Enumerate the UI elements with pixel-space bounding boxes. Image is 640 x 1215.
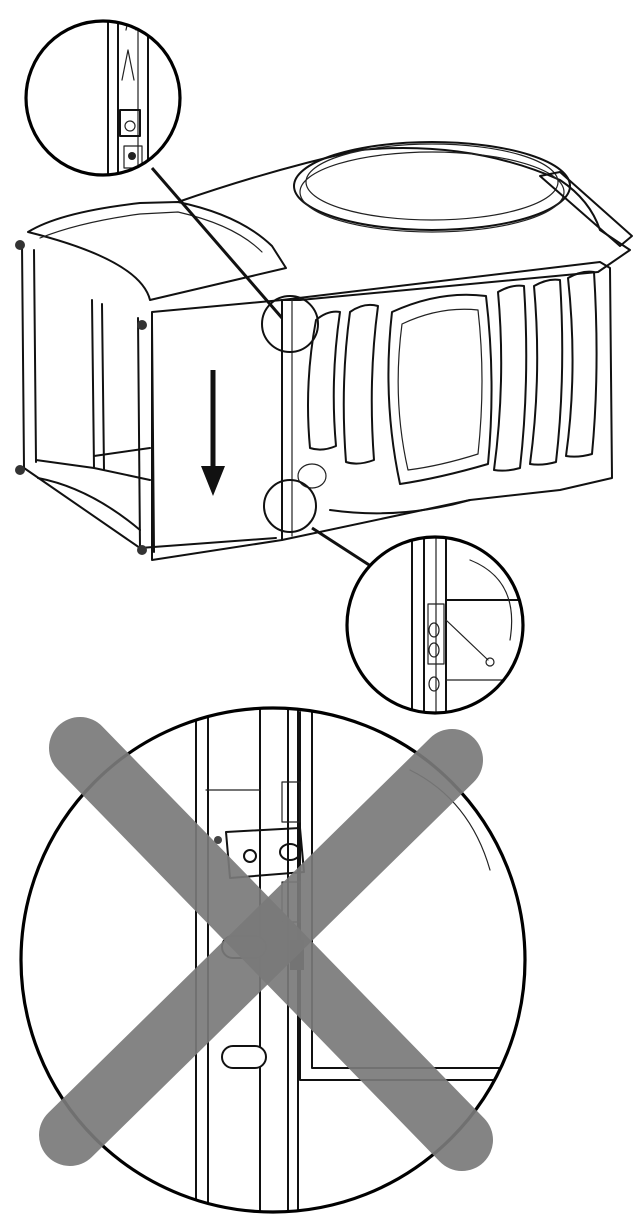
- incorrect-mounting-detail: [19, 706, 527, 1214]
- lower-bracket-detail-callout: [263, 479, 525, 715]
- upper-hinge-detail-callout: [24, 19, 319, 353]
- open-frame: [15, 201, 287, 561]
- prohibited-x-mark: [39, 717, 493, 1171]
- appliance-body: [177, 141, 633, 541]
- down-arrow-icon: [201, 370, 225, 496]
